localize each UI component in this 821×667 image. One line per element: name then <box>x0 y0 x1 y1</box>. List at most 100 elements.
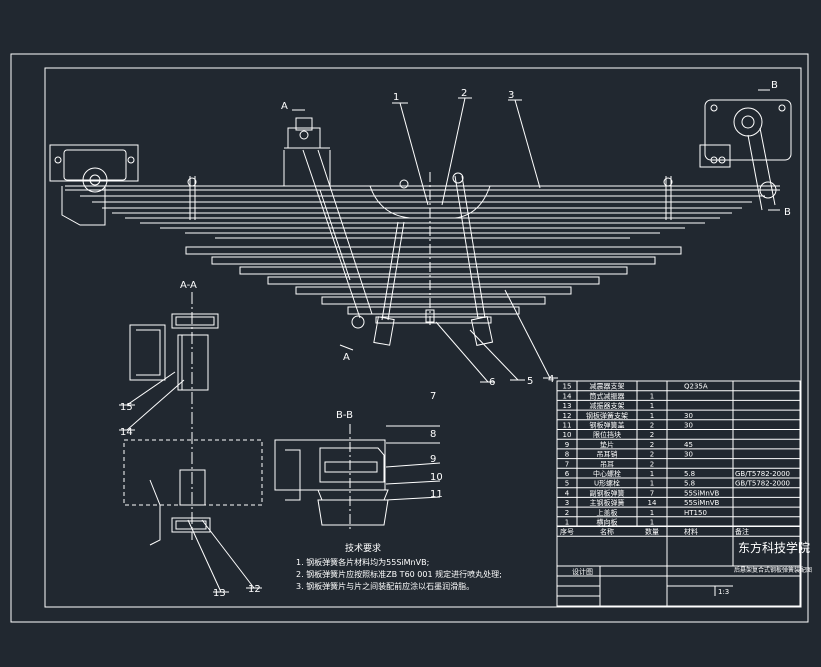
bom-cell-remark: GB/T5782-2000 <box>735 480 790 488</box>
bom-cell-name: 垫片 <box>600 440 614 449</box>
section-b-bottom-label: B <box>784 207 791 218</box>
bom-cell-material: 55SiMnVB <box>684 499 720 507</box>
bom-cell-no: 2 <box>565 509 569 517</box>
bom-cell-no: 10 <box>563 431 572 439</box>
callout-10: 10 <box>430 472 443 483</box>
bom-cell-qty: 1 <box>650 470 654 478</box>
school-name: 东方科技学院 <box>738 540 810 555</box>
bom-cell-qty: 1 <box>650 412 654 420</box>
bom-cell-no: 12 <box>563 412 572 420</box>
inner-border <box>44 67 802 608</box>
bom-cell-qty: 2 <box>650 431 654 439</box>
bom-cell-name: 横向板 <box>597 518 618 527</box>
bom-cell-name: U形螺栓 <box>594 479 620 488</box>
bom-cell-name: 中心螺栓 <box>593 469 621 478</box>
callout-13: 13 <box>213 588 226 599</box>
section-a-bottom-label: A <box>343 352 350 363</box>
bom-cell-name: 吊耳销 <box>597 450 618 459</box>
outer-border <box>10 53 809 623</box>
bom-cell-no: 4 <box>565 489 570 497</box>
bom-cell-qty: 14 <box>648 499 657 507</box>
callout-leaders <box>392 97 558 383</box>
bom-cell-qty: 1 <box>650 480 654 488</box>
bom-cell-no: 14 <box>563 392 572 400</box>
bom-cell-material: 55SiMnVB <box>684 489 720 497</box>
bom-cell-qty: 1 <box>650 402 654 410</box>
bom-cell-name: 主钢板弹簧 <box>590 498 625 507</box>
bom-cell-material: 30 <box>684 451 693 459</box>
bom-cell-material: 45 <box>684 441 693 449</box>
bom-cell-material: Q235A <box>684 383 708 391</box>
callout-3: 3 <box>508 90 514 101</box>
bom-cell-material: 30 <box>684 422 693 430</box>
bom-header-no: 序号 <box>560 527 574 536</box>
bom-cell-no: 9 <box>565 441 569 449</box>
section-marks <box>292 89 780 351</box>
drawing-title: 后悬架复合式钢板弹簧装配图 <box>734 566 812 574</box>
callout-4: 4 <box>548 374 554 385</box>
leaf-spring-assembly <box>49 99 792 346</box>
bom-header-qty: 数量 <box>645 527 659 536</box>
bom-cell-name: 副钢板弹簧 <box>590 488 625 497</box>
notes-line-1: 1. 钢板弹簧各片材料均为55SiMnVB; <box>296 557 429 567</box>
section-a-top-label: A <box>281 101 288 112</box>
bom-cell-no: 8 <box>565 451 569 459</box>
bom-cell-qty: 1 <box>650 509 654 517</box>
bom-cell-name: 钢板弹簧盖 <box>590 421 625 430</box>
bom-cell-material: HT150 <box>684 509 707 517</box>
designer-label: 设计图 <box>572 567 593 576</box>
bom-cell-material: 5.8 <box>684 480 695 488</box>
title-block <box>556 525 801 607</box>
bom-cell-name: 减振器支架 <box>590 401 625 410</box>
bom-cell-material: 30 <box>684 412 693 420</box>
bom-header-material: 材料 <box>684 527 698 536</box>
callout-7: 7 <box>430 391 436 402</box>
bom-cell-qty: 2 <box>650 441 654 449</box>
bom-cell-qty: 1 <box>650 392 654 400</box>
bom-header-remark: 备注 <box>735 527 749 536</box>
bom-cell-name: 钢板弹簧支架 <box>586 411 628 420</box>
section-b-top-label: B <box>771 80 778 91</box>
section-aa-title: A-A <box>180 280 197 291</box>
callout-2: 2 <box>461 88 467 99</box>
callout-9: 9 <box>430 454 436 465</box>
callout-14: 14 <box>120 427 133 438</box>
bom-header-name: 名称 <box>600 527 614 536</box>
bom-cell-name: 上盖板 <box>597 508 618 517</box>
bom-cell-no: 13 <box>563 402 572 410</box>
bom-cell-qty: 1 <box>650 519 654 527</box>
callout-12: 12 <box>248 584 261 595</box>
notes-line-2: 2. 钢板弹簧片应按照标准ZB T60 001 规定进行喷丸处理; <box>296 569 502 579</box>
callout-6: 6 <box>489 377 495 388</box>
notes-heading: 技术要求 <box>345 542 381 554</box>
bom-cell-material: 5.8 <box>684 470 695 478</box>
bom-cell-qty: 2 <box>650 460 654 468</box>
scale-value: 1:3 <box>718 588 729 596</box>
callout-11: 11 <box>430 489 443 500</box>
bom-cell-no: 15 <box>563 383 572 391</box>
callout-5: 5 <box>527 376 533 387</box>
bom-cell-no: 3 <box>565 499 569 507</box>
bom-cell-qty: 2 <box>650 451 654 459</box>
bom-cell-qty: 7 <box>650 489 654 497</box>
section-aa-view <box>119 292 263 593</box>
notes-line-3: 3. 钢板弹簧片与片之间装配前应涂以石墨润滑脂。 <box>296 581 474 591</box>
bom-cell-remark: GB/T5782-2000 <box>735 470 790 478</box>
bom-cell-no: 7 <box>565 460 569 468</box>
callout-1: 1 <box>393 92 399 103</box>
bom-cell-no: 11 <box>563 422 572 430</box>
bom-cell-no: 1 <box>565 519 569 527</box>
bom-cell-qty: 2 <box>650 422 654 430</box>
section-bb-view <box>274 424 441 530</box>
section-bb-title: B-B <box>336 410 353 421</box>
bom-cell-name: 筒式减振器 <box>590 391 625 400</box>
bom-cell-no: 5 <box>565 480 569 488</box>
bom-cell-name: 吊耳 <box>600 460 614 468</box>
bom-cell-name: 限位挡块 <box>593 430 621 439</box>
callout-15: 15 <box>120 402 133 413</box>
bom-cell-no: 6 <box>565 470 570 478</box>
bom-cell-name: 减震器支架 <box>590 382 625 391</box>
callout-8: 8 <box>430 429 436 440</box>
